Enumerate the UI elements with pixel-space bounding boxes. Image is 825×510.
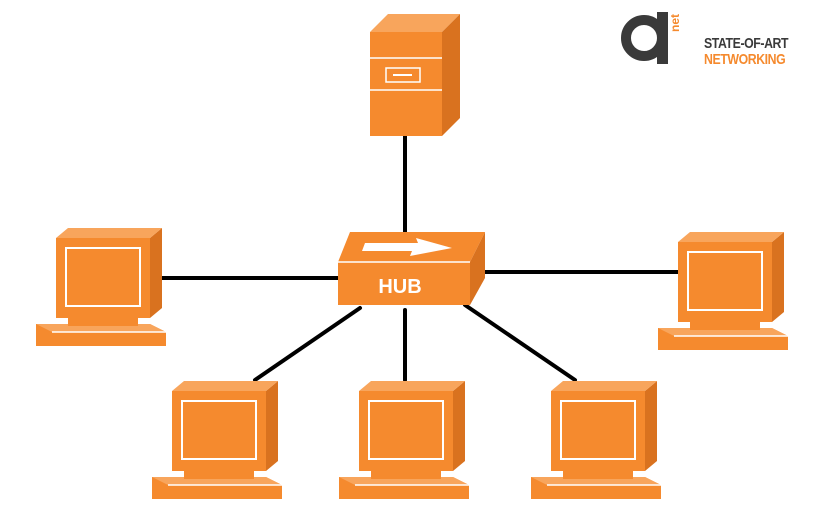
computer-icon-bottom-center: [338, 380, 470, 500]
link-pc-bottom-left: [253, 306, 362, 382]
hub-arrow-icon: [362, 238, 452, 256]
logo-line2: NETWORKING: [704, 51, 786, 68]
computer-icon-right: [657, 231, 789, 351]
logo-mark-icon: [621, 12, 668, 64]
hub-label: HUB: [378, 276, 421, 298]
company-logo: net STATE-OF-ART NETWORKING: [620, 8, 820, 68]
server-icon: [370, 14, 460, 136]
logo-mark-suffix: net: [668, 14, 682, 32]
computer-icon-bottom-left: [151, 380, 283, 500]
links: [158, 133, 682, 382]
link-pc-bottom-right: [463, 303, 577, 382]
computer-icon-bottom-right: [530, 380, 662, 500]
hub-icon: HUB: [338, 232, 485, 305]
computer-icon-left: [35, 227, 167, 347]
logo-line1: STATE-OF-ART: [704, 35, 789, 52]
